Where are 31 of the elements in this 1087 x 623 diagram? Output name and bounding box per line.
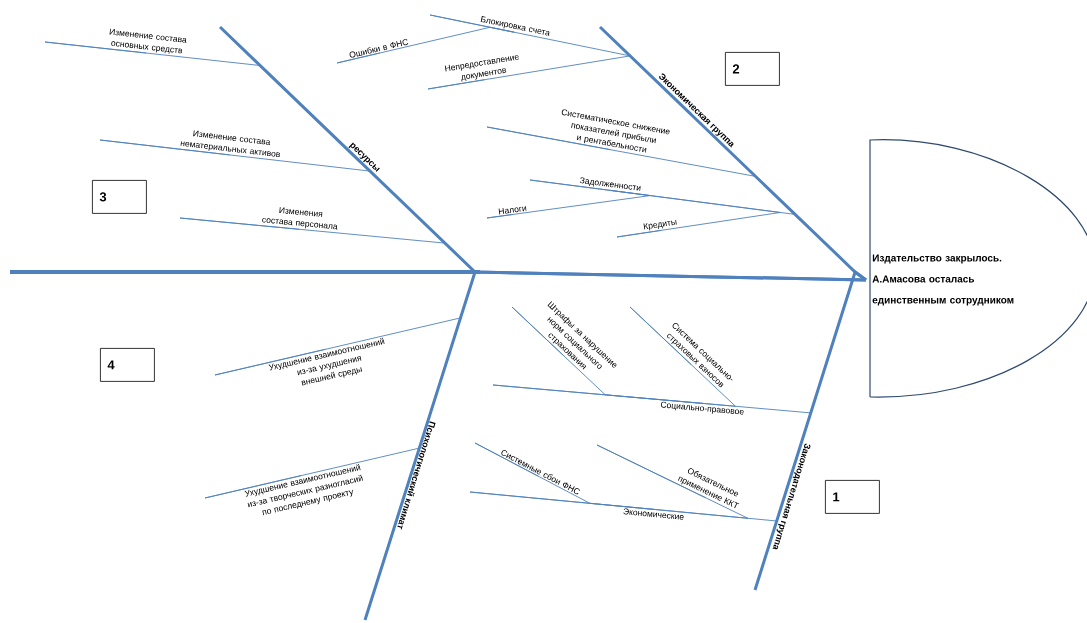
cause-label: Кредиты <box>643 220 677 231</box>
cause-label: Изменение состава основных средств <box>109 28 187 54</box>
number-box: 1 <box>825 480 880 514</box>
branch-line <box>609 189 781 238</box>
branch-line <box>486 189 651 219</box>
cause-label: Экономические <box>623 508 684 520</box>
branch-line <box>44 41 361 163</box>
branch-line <box>492 384 812 496</box>
number-box: 2 <box>725 52 780 86</box>
head-shape: Издательство закрылось. А.Амасова осталась единственным сотрудником <box>869 139 1087 398</box>
cause-label: Налоги <box>498 206 527 215</box>
branch-line <box>469 491 786 522</box>
number-box: 4 <box>100 348 155 382</box>
bone-line <box>753 269 867 592</box>
cause-label: Изменения состава персонала <box>262 207 338 230</box>
branch-line <box>427 55 693 116</box>
number-box: 3 <box>92 180 147 214</box>
branch-line <box>204 447 420 499</box>
bone-line <box>363 270 867 622</box>
branch-line <box>179 161 446 244</box>
branch-line <box>629 306 736 407</box>
branch-line <box>511 306 704 404</box>
branch-line <box>474 442 655 510</box>
cause-label: Социально-правовое <box>660 401 744 415</box>
cause-label: Изменение состава нематериальных активов <box>180 130 280 158</box>
branch-line <box>336 26 515 64</box>
branch-line <box>596 444 749 519</box>
cause-label: Ошибки в ФНС <box>349 39 409 58</box>
cause-label: Задолженности <box>579 177 641 191</box>
branch-line <box>99 139 371 172</box>
branch-line <box>529 114 796 215</box>
